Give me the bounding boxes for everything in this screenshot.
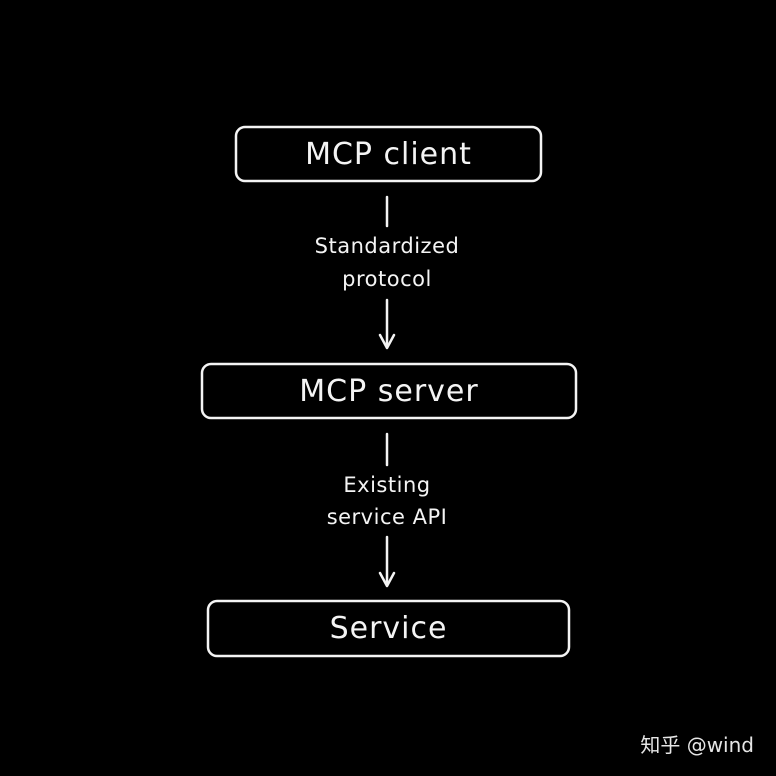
- node-mcp-client-box: [234, 125, 543, 183]
- node-service: Service: [206, 599, 571, 658]
- edge-server-to-service-label-line2: service API: [327, 505, 448, 529]
- node-service-label: Service: [330, 611, 448, 646]
- node-mcp-client-label: MCP client: [305, 137, 472, 172]
- node-mcp-server: MCP server: [200, 362, 578, 420]
- arrow-down-icon: [378, 333, 396, 350]
- edge-client-to-server: Standardized protocol: [315, 195, 460, 350]
- edge-server-to-service-label-line1: Existing: [343, 473, 430, 497]
- edge-server-to-service: Existing service API: [327, 432, 448, 588]
- node-service-box: [206, 599, 571, 658]
- edge-client-to-server-label-line1: Standardized: [315, 234, 460, 258]
- node-mcp-server-label: MCP server: [299, 374, 478, 409]
- arrow-down-icon: [378, 571, 396, 588]
- node-mcp-server-box: [200, 362, 578, 420]
- node-mcp-client: MCP client: [234, 125, 543, 183]
- edge-client-to-server-label-line2: protocol: [342, 267, 432, 291]
- watermark: 知乎 @wind: [640, 733, 754, 757]
